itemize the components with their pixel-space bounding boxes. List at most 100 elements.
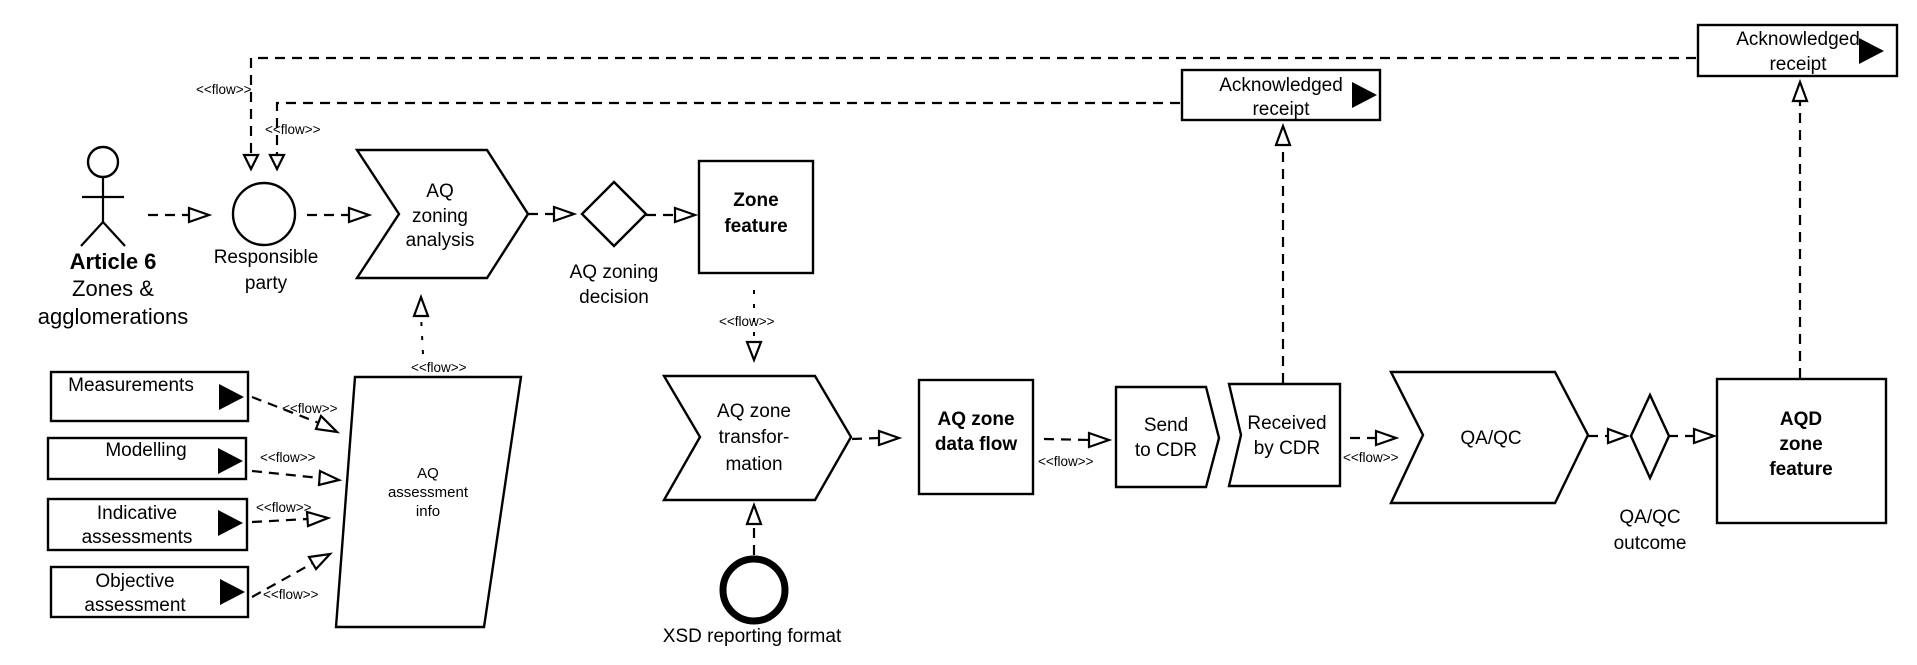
arrowhead bbox=[268, 153, 286, 172]
flow-stereotype-label: <<flow>> bbox=[282, 401, 338, 416]
flow-modelling-to-info bbox=[251, 469, 321, 480]
flow-stereotype-label: <<flow>> bbox=[265, 122, 321, 137]
arrowhead bbox=[347, 206, 373, 224]
zone-feature-box: Zone feature bbox=[697, 159, 815, 275]
aq-zoning-decision-gateway: AQ zoning decision bbox=[570, 180, 659, 308]
input-label: Indicative bbox=[97, 503, 177, 524]
aqd-zone-feature-box: AQD zone feature bbox=[1715, 377, 1888, 525]
input-label: Measurements bbox=[68, 375, 194, 396]
input-objective-assessment: Objective assessment bbox=[49, 565, 250, 619]
received-by-cdr-event: Received by CDR bbox=[1227, 382, 1342, 488]
arrowhead bbox=[1791, 78, 1809, 103]
box-label: AQ zone bbox=[937, 409, 1014, 430]
arrowhead bbox=[745, 340, 763, 364]
flow-objective-to-info bbox=[251, 562, 314, 598]
input-indicative-assessments: Indicative assessments bbox=[46, 497, 249, 552]
flow-ack2-to-party bbox=[249, 56, 1696, 155]
input-measurements: Measurements bbox=[49, 370, 250, 423]
arrowhead bbox=[314, 414, 341, 434]
arrowhead bbox=[412, 293, 430, 318]
message-label: Acknowledged bbox=[1736, 29, 1860, 50]
gateway-label: decision bbox=[579, 287, 649, 308]
responsible-party-event: Responsible party bbox=[214, 181, 319, 294]
flow-stereotype-label: <<flow>> bbox=[263, 587, 319, 602]
play-triangle-icon bbox=[1859, 38, 1884, 64]
input-modelling: Modelling bbox=[46, 436, 248, 481]
arrowhead bbox=[1087, 431, 1113, 449]
flow-stereotype-label: <<flow>> bbox=[1343, 450, 1399, 465]
process-label: Send bbox=[1144, 415, 1188, 436]
process-label: analysis bbox=[406, 230, 475, 251]
arrowhead bbox=[305, 510, 332, 528]
flow-stereotype-label: <<flow>> bbox=[256, 500, 312, 515]
actor-head bbox=[86, 145, 120, 179]
arrowhead bbox=[552, 205, 578, 223]
arrowhead bbox=[307, 552, 333, 571]
flow-ack1-to-party bbox=[275, 101, 1180, 155]
process-label: AQ bbox=[426, 181, 453, 202]
box-label: data flow bbox=[935, 434, 1018, 455]
process-label: mation bbox=[725, 454, 782, 475]
aq-assessment-info-data: AQ assessment info bbox=[334, 375, 523, 629]
process-label: to CDR bbox=[1135, 440, 1197, 461]
play-triangle-icon bbox=[220, 579, 245, 605]
play-triangle-icon bbox=[1352, 82, 1377, 108]
actor-title: Article 6 bbox=[70, 249, 157, 274]
flow-indicative-to-info bbox=[251, 517, 309, 524]
flow-stereotype-label: <<flow>> bbox=[719, 314, 775, 329]
arrowhead bbox=[1374, 429, 1400, 447]
arrowhead bbox=[673, 206, 699, 224]
play-triangle-icon bbox=[218, 448, 243, 474]
play-triangle-icon bbox=[219, 384, 244, 410]
message-label: receipt bbox=[1769, 54, 1827, 75]
arrowhead bbox=[1606, 427, 1631, 445]
process-label: AQ zone bbox=[717, 401, 791, 422]
event-label: by CDR bbox=[1254, 438, 1321, 459]
process-label: zoning bbox=[412, 206, 468, 227]
aq-zone-data-flow-box: AQ zone data flow bbox=[917, 378, 1035, 496]
input-label: Objective bbox=[95, 571, 174, 592]
event-label: Received bbox=[1247, 413, 1326, 434]
qaqc-process: QA/QC bbox=[1389, 370, 1590, 505]
gateway-label: AQ zoning bbox=[570, 262, 659, 283]
input-label: assessment bbox=[84, 595, 186, 616]
arrowhead bbox=[745, 501, 763, 526]
gateway-label: QA/QC bbox=[1619, 507, 1680, 528]
actor-subtitle: agglomerations bbox=[38, 304, 188, 329]
box-label: zone bbox=[1779, 434, 1822, 455]
process-label: QA/QC bbox=[1460, 428, 1521, 449]
message-label: receipt bbox=[1252, 99, 1310, 120]
box-label: AQD bbox=[1780, 409, 1822, 430]
flow-dataflow-to-send bbox=[1043, 437, 1091, 442]
flow-transformation-to-dataflow bbox=[851, 436, 881, 441]
event-label: XSD reporting format bbox=[663, 626, 842, 647]
arrowhead bbox=[317, 469, 343, 487]
box-label: feature bbox=[724, 216, 787, 237]
input-label: assessments bbox=[82, 527, 193, 548]
flow-stereotype-label: <<flow>> bbox=[196, 82, 252, 97]
message-label: Acknowledged bbox=[1219, 75, 1343, 96]
arrowhead bbox=[1692, 427, 1718, 445]
flow-stereotype-label: <<flow>> bbox=[411, 360, 467, 375]
input-label: Modelling bbox=[105, 440, 186, 461]
box-label: Zone bbox=[733, 190, 778, 211]
send-to-cdr-process: Send to CDR bbox=[1114, 385, 1221, 489]
aq-zoning-analysis-process: AQ zoning analysis bbox=[354, 148, 530, 280]
acknowledged-receipt-message-1: Acknowledged receipt bbox=[1180, 68, 1382, 122]
gateway-label: outcome bbox=[1614, 533, 1687, 554]
actor-article-6: Article 6 Zones & agglomerations bbox=[38, 145, 188, 329]
acknowledged-receipt-message-2: Acknowledged receipt bbox=[1696, 23, 1899, 78]
play-triangle-icon bbox=[218, 510, 243, 536]
arrowhead bbox=[187, 206, 213, 224]
box-label: feature bbox=[1769, 459, 1832, 480]
flow-stereotype-label: <<flow>> bbox=[260, 450, 316, 465]
responsible-party-label: Responsible bbox=[214, 247, 319, 268]
xsd-reporting-format-event: XSD reporting format bbox=[663, 555, 842, 647]
actor-figure bbox=[80, 177, 126, 247]
arrowhead bbox=[242, 153, 260, 172]
data-label: assessment bbox=[388, 484, 469, 501]
process-label: transfor- bbox=[719, 427, 790, 448]
data-label: AQ bbox=[417, 465, 439, 482]
data-label: info bbox=[416, 503, 440, 520]
